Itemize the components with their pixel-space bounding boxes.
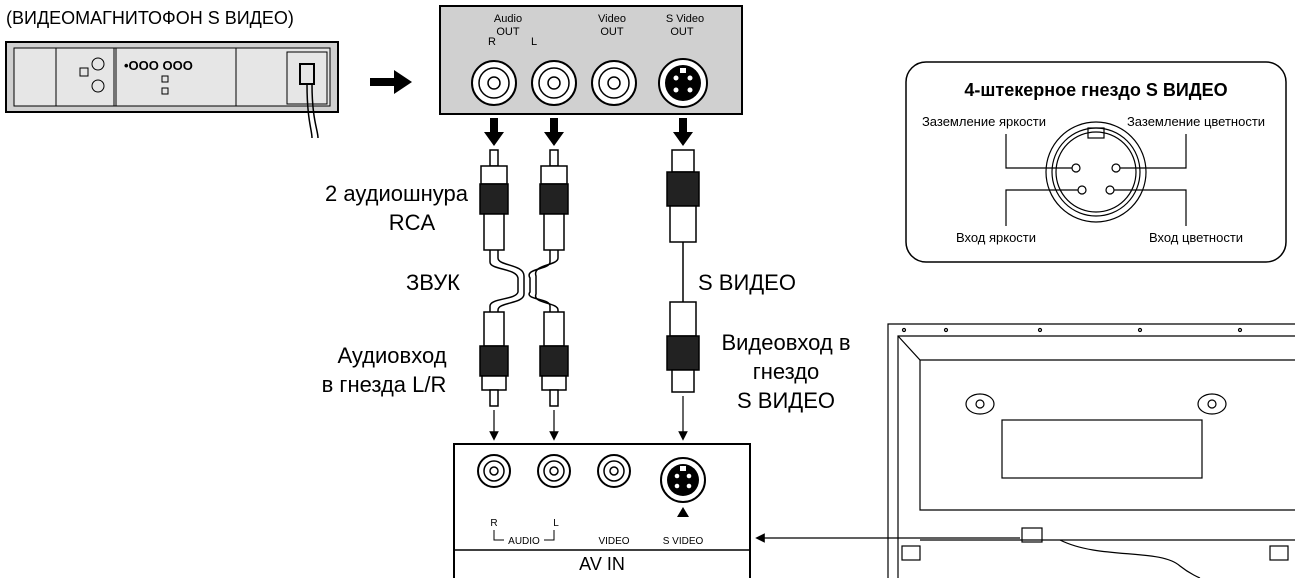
down-arrow-icon xyxy=(673,118,693,146)
svideo-jack-icon xyxy=(660,457,706,503)
audio-in-label-line2: в гнезда L/R xyxy=(322,372,447,397)
vcr-device: (ВИДЕОМАГНИТОФОН S ВИДЕО) •OOO OOO xyxy=(5,8,339,139)
rca-jack-icon xyxy=(597,454,631,488)
in-svideo-label: S VIDEO xyxy=(663,536,704,547)
rca-jack-icon xyxy=(477,454,511,488)
rca-plug-lower-right xyxy=(539,311,569,407)
video-in-label-line1: Видеовход в xyxy=(721,330,850,355)
vcr-output-panel: Audio OUT R L Video OUT S Video OUT xyxy=(439,5,743,115)
right-arrow-icon xyxy=(370,70,412,94)
down-arrow-icon xyxy=(484,118,504,146)
svideo-pinout-box: 4-штекерное гнездо S ВИДЕО Заземление яр… xyxy=(905,61,1287,263)
in-audio-label: AUDIO xyxy=(508,536,540,547)
in-l-label: L xyxy=(553,518,559,529)
rca-label-line1: 2 аудиошнура xyxy=(325,181,469,206)
svideo-cable-label: S ВИДЕО xyxy=(698,270,796,295)
svideo-cable xyxy=(666,149,700,393)
video-in-label-line3: S ВИДЕО xyxy=(737,388,835,413)
out-l-label: L xyxy=(531,36,537,48)
svideo-jack-icon xyxy=(658,58,708,108)
rca-jack-icon xyxy=(531,60,577,106)
vcr-title: (ВИДЕОМАГНИТОФОН S ВИДЕО) xyxy=(6,8,294,28)
audio-wire xyxy=(489,250,559,312)
av-input-panel: R L AUDIO VIDEO S VIDEO AV IN xyxy=(453,443,751,578)
out-audio-out: OUT xyxy=(496,26,520,38)
vcr-panel-label: •OOO OOO xyxy=(124,58,193,73)
rca-jack-icon xyxy=(537,454,571,488)
pinout-luma-in: Вход яркости xyxy=(956,230,1036,245)
svideo-socket-icon xyxy=(1005,121,1187,226)
rca-jack-icon xyxy=(471,60,517,106)
out-video-label: Video xyxy=(598,13,626,25)
rca-label-line2: RCA xyxy=(389,210,436,235)
out-video-out: OUT xyxy=(600,26,624,38)
rca-cable-left xyxy=(479,149,509,251)
pinout-chroma-in: Вход цветности xyxy=(1149,230,1243,245)
tv-back-panel xyxy=(887,323,1295,578)
in-video-label: VIDEO xyxy=(598,536,629,547)
pinout-title: 4-штекерное гнездо S ВИДЕО xyxy=(964,80,1227,100)
rca-jack-icon xyxy=(591,60,637,106)
out-r-label: R xyxy=(488,36,496,48)
out-audio-label: Audio xyxy=(494,13,522,25)
out-svideo-label: S Video xyxy=(666,13,704,25)
pinout-chroma-ground: Заземление цветности xyxy=(1127,114,1265,129)
down-arrow-icon xyxy=(544,118,564,146)
audio-in-label-line1: Аудиовход xyxy=(337,343,446,368)
triangle-marker-icon xyxy=(677,507,689,517)
video-in-label-line2: гнездо xyxy=(753,359,820,384)
in-r-label: R xyxy=(490,518,497,529)
out-svideo-out: OUT xyxy=(670,26,694,38)
pinout-luma-ground: Заземление яркости xyxy=(922,114,1046,129)
sound-label: ЗВУК xyxy=(406,270,460,295)
av-in-label: AV IN xyxy=(579,554,625,574)
rca-cable-right xyxy=(539,149,569,251)
rca-plug-lower-left xyxy=(479,311,509,407)
